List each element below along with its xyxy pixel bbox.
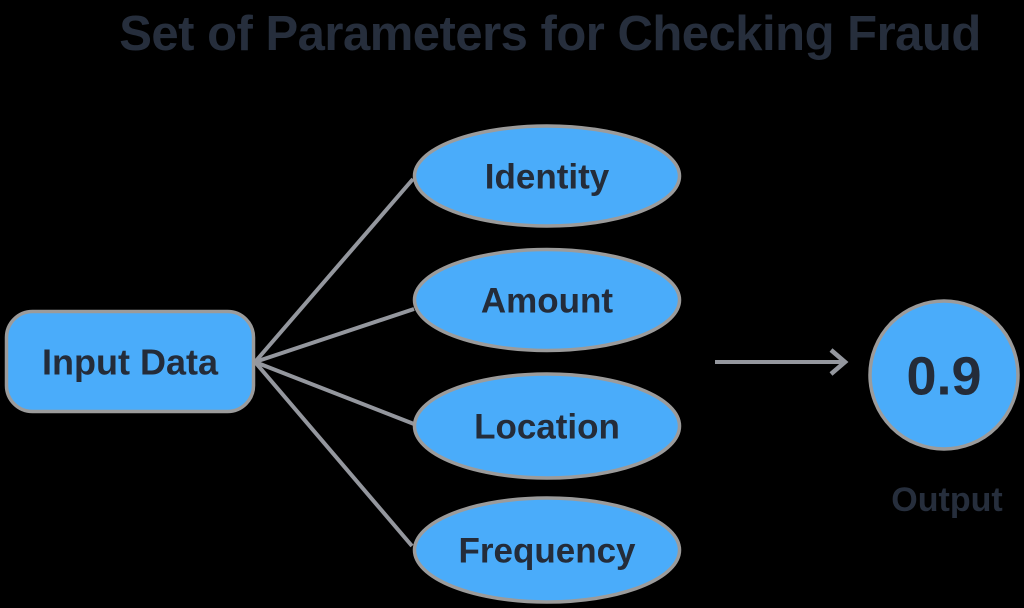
connector-input-frequency: [253, 360, 414, 548]
connector-lines: [253, 177, 415, 548]
output-caption: Output: [891, 481, 1002, 519]
parameter-node-amount: Amount: [412, 247, 682, 353]
location-label: Location: [474, 407, 620, 446]
identity-label: Identity: [485, 157, 610, 196]
output-arrow-head-icon: [829, 348, 849, 376]
identity-ellipse: [412, 124, 682, 228]
amount-ellipse: [412, 247, 682, 353]
output-arrow: [715, 348, 849, 376]
output-node: 0.9 Output: [868, 299, 1020, 519]
frequency-ellipse: [412, 496, 682, 604]
parameter-node-location: Location: [412, 372, 682, 480]
input-data-node: Input Data: [4, 309, 256, 414]
connector-input-amount: [254, 307, 415, 364]
location-ellipse: [412, 372, 682, 480]
input-data-box: [4, 309, 256, 414]
parameter-node-frequency: Frequency: [412, 496, 682, 604]
output-value: 0.9: [906, 346, 981, 406]
input-data-label: Input Data: [42, 342, 219, 383]
connector-input-location: [254, 360, 415, 426]
parameter-node-identity: Identity: [412, 124, 682, 228]
frequency-label: Frequency: [459, 531, 637, 570]
diagram-title: Set of Parameters for Checking Fraud: [119, 7, 981, 61]
amount-label: Amount: [481, 281, 614, 320]
output-circle: [868, 299, 1020, 451]
connector-input-identity: [253, 177, 415, 364]
